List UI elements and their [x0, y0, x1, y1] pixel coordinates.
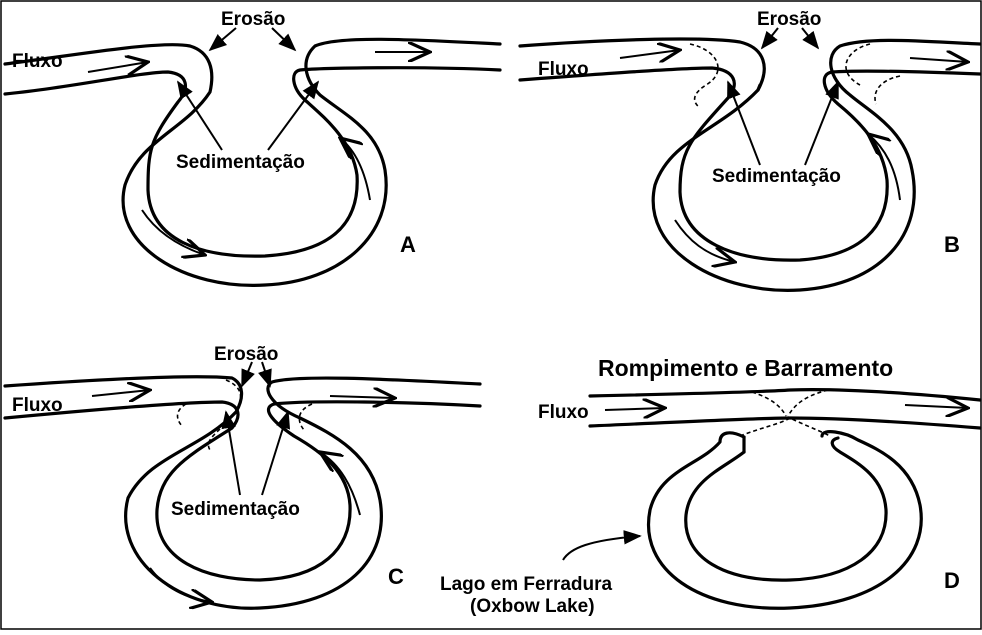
panel-a: Erosão Fluxo Sedimentação A [5, 9, 500, 285]
former-bank-line [846, 44, 870, 85]
erosion-arrow [802, 28, 818, 48]
oxbow-lake-inner-bank [686, 438, 886, 580]
panel-c: Erosão Fluxo Sedimentação C [5, 344, 480, 608]
sedimentation-arrow [805, 82, 838, 165]
panel-b: Erosão Fluxo Sedimentação B [520, 9, 980, 290]
erosion-label: Erosão [221, 9, 285, 30]
straight-channel-top-bank [590, 390, 980, 400]
panel-title: Rompimento e Barramento [598, 355, 893, 381]
erosion-arrow [242, 362, 252, 386]
oxbow-lake-label-english: (Oxbow Lake) [470, 596, 595, 617]
flow-label: Fluxo [538, 59, 589, 80]
flow-label: Fluxo [538, 402, 589, 423]
panel-letter: A [400, 232, 416, 257]
panel-d: Rompimento e Barramento Fluxo Lago em Fe… [440, 355, 980, 617]
flow-arrow [605, 408, 665, 410]
flow-label: Fluxo [12, 395, 63, 416]
flow-arrow [330, 396, 395, 398]
oxbow-lake-outer-bank [649, 432, 922, 609]
sedimentation-arrow [262, 412, 288, 495]
meander-inner-bank [5, 402, 480, 580]
sedimentation-label: Sedimentação [712, 166, 841, 187]
erosion-arrow [262, 362, 270, 386]
erosion-gap-left [758, 85, 760, 90]
flow-arrow [910, 58, 968, 62]
panel-letter: D [944, 568, 960, 593]
flow-arrow [905, 405, 968, 408]
oxbow-lake-label: Lago em Ferradura [440, 574, 613, 595]
erosion-arrow [762, 28, 778, 48]
former-bank-line [690, 44, 718, 108]
oxbow-label-arrow [563, 536, 640, 560]
flow-arrow [92, 390, 150, 396]
flow-arrow [150, 568, 212, 602]
panel-letter: C [388, 564, 404, 589]
flow-arrow [620, 50, 680, 58]
meander-outer-bank [520, 39, 980, 290]
straight-channel-bottom-bank [590, 418, 980, 428]
sedimentation-arrow [178, 82, 222, 150]
erosion-arrow [272, 28, 295, 50]
sedimentation-arrow [268, 82, 318, 150]
erosion-label: Erosão [757, 9, 821, 30]
flow-arrow [675, 220, 735, 262]
panel-letter: B [944, 232, 960, 257]
sediment-plug-line [788, 390, 828, 416]
former-bank-line [875, 76, 900, 104]
former-bank-line [177, 404, 186, 426]
sediment-plug-line [752, 392, 786, 416]
erosion-arrow [210, 28, 236, 50]
flow-arrow [88, 62, 148, 72]
flow-label: Fluxo [12, 51, 63, 72]
sedimentation-label: Sedimentação [171, 499, 300, 520]
sedimentation-label: Sedimentação [176, 152, 305, 173]
flow-arrow [320, 452, 360, 515]
erosion-label: Erosão [214, 344, 278, 365]
sediment-plug-line [740, 418, 830, 436]
